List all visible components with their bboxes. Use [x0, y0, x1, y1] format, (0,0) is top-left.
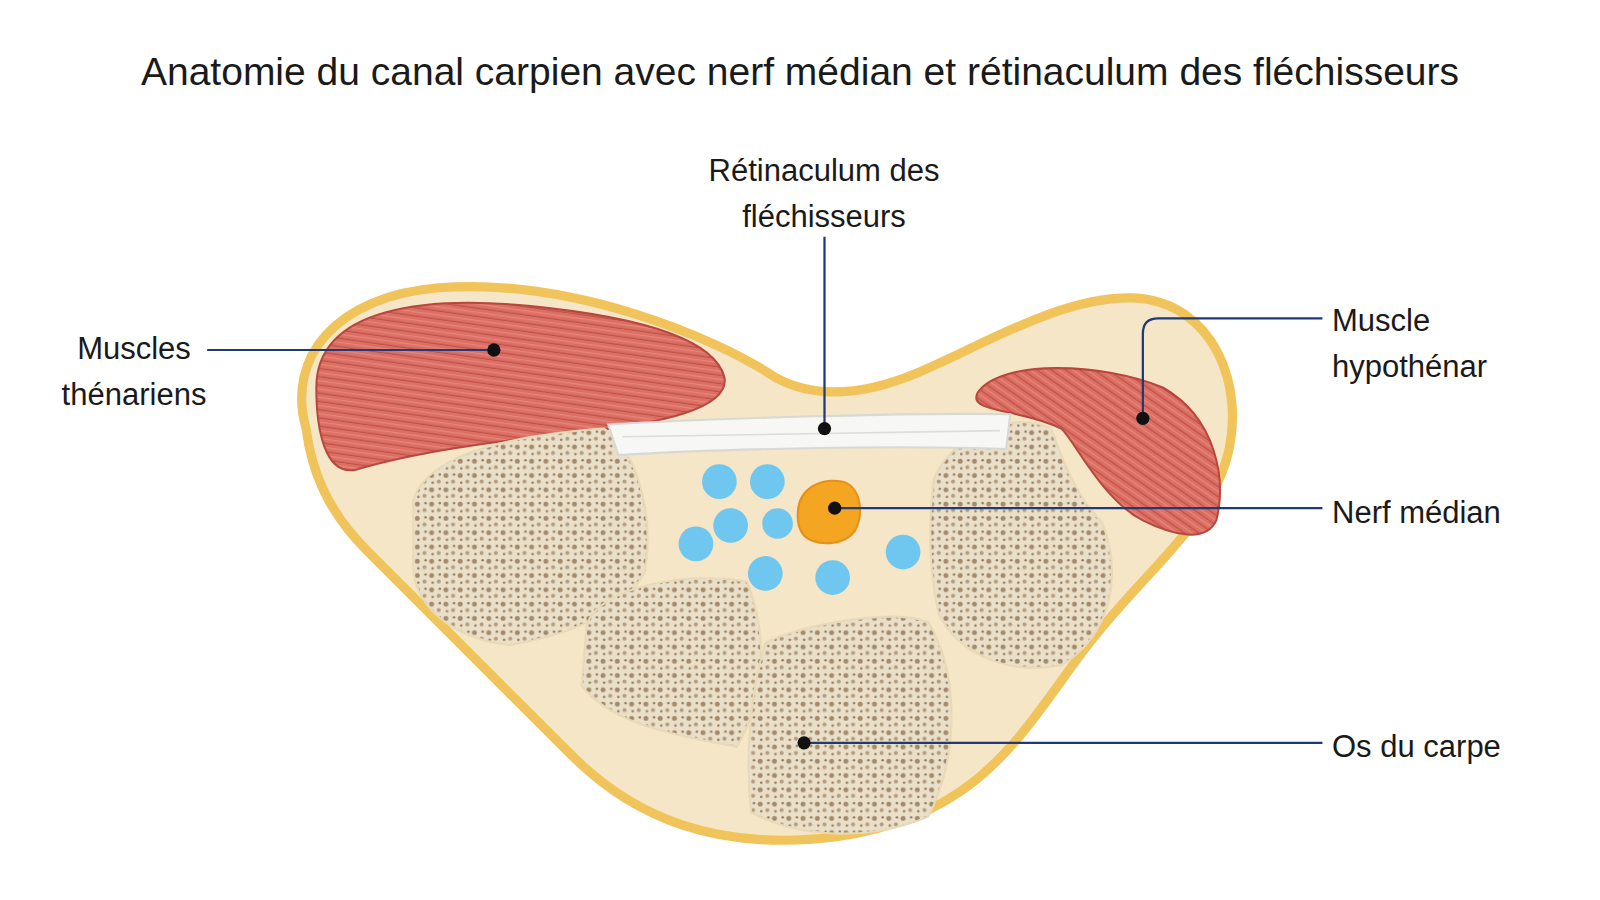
diagram-title: Anatomie du canal carpien avec nerf médi… [0, 50, 1600, 94]
carpal-bone [748, 617, 951, 834]
leader-dots [487, 343, 1149, 749]
tendons [679, 464, 921, 595]
part-label: Nerf médian [1332, 490, 1592, 536]
carpal-bone [930, 422, 1112, 668]
carpal-bone [582, 578, 762, 747]
part-label: Rétinaculum des fléchisseurs [689, 148, 959, 240]
median-nerve [798, 481, 860, 543]
wrist-outline [302, 287, 1233, 841]
part-label: Os du carpe [1332, 724, 1592, 770]
retinaculum-fiber [622, 431, 1000, 437]
part-label: Muscle hypothénar [1332, 298, 1557, 390]
flexor-retinaculum [608, 414, 1010, 455]
leader-lines [207, 237, 1322, 743]
part-label: Muscles thénariens [36, 326, 232, 418]
